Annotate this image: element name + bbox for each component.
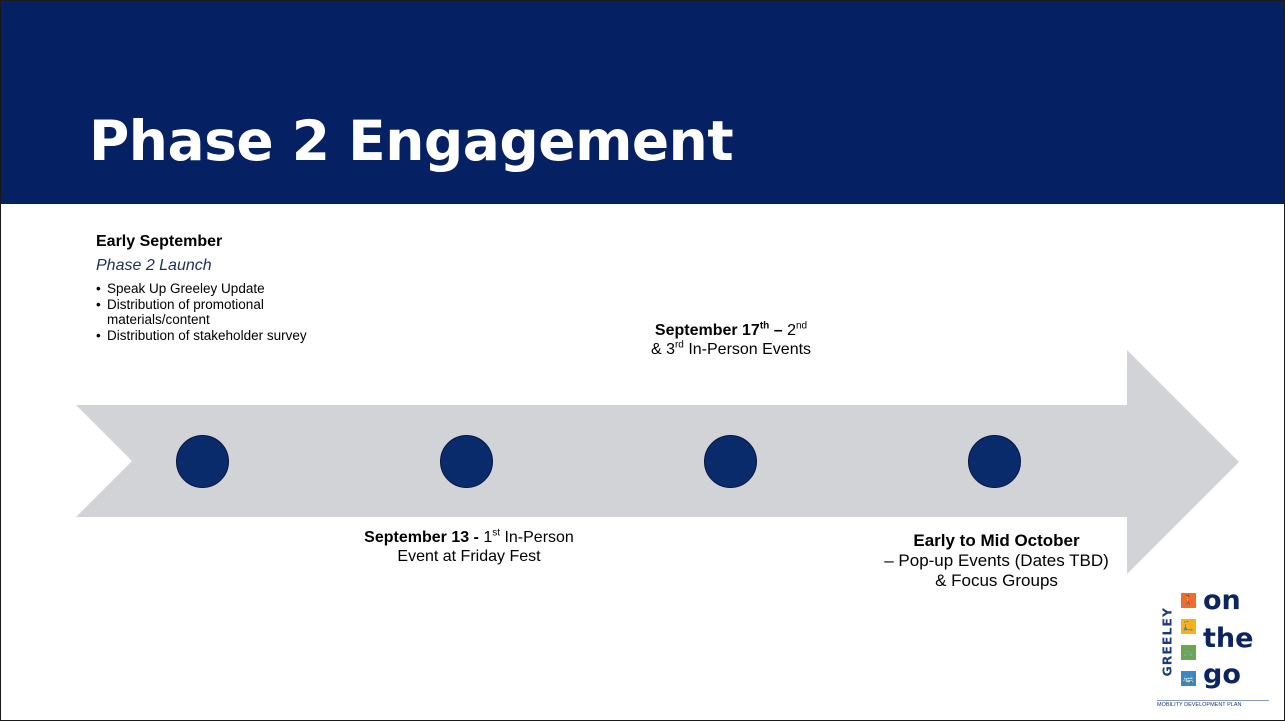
- milestone-dot-4: [968, 435, 1021, 488]
- october-block: Early to Mid October – Pop-up Events (Da…: [879, 531, 1114, 591]
- sept17-num1: 2: [787, 322, 796, 339]
- logo-word-on: on: [1203, 585, 1241, 616]
- bicycle-icon: 🚲: [1181, 645, 1196, 660]
- september-17-block: September 17th – 2nd & 3rd In-Person Even…: [606, 321, 856, 359]
- early-september-block: Early September Phase 2 Launch Speak Up …: [96, 233, 346, 343]
- launch-bullet-list: Speak Up Greeley Update Distribution of …: [96, 281, 346, 343]
- milestone-dot-2: [440, 435, 493, 488]
- sept13-date: September 13 -: [364, 529, 484, 546]
- logo-word-the: the: [1203, 623, 1254, 654]
- logo-greeley-text: GREELEY: [1159, 606, 1175, 677]
- sept17-amp: & 3: [650, 341, 675, 358]
- bullet-item: Speak Up Greeley Update: [96, 281, 346, 297]
- greeley-on-the-go-logo: GREELEY 🚶 🛴 🚲 🚌 on the go MOBILITY DEVEL…: [1151, 585, 1269, 711]
- scooter-icon: 🛴: [1181, 619, 1196, 634]
- sept17-date-suffix: th: [759, 320, 770, 332]
- sept17-num1-suffix: nd: [795, 320, 808, 332]
- early-september-heading: Early September: [96, 233, 223, 250]
- walking-icon: 🚶: [1181, 593, 1196, 608]
- logo-tagline: MOBILITY DEVELOPMENT PLAN: [1157, 700, 1269, 708]
- october-body: – Pop-up Events (Dates TBD) & Focus Grou…: [884, 551, 1109, 590]
- sept17-date: September 17: [654, 322, 760, 339]
- slide-title: Phase 2 Engagement: [89, 109, 734, 173]
- sept17-num2-suffix: rd: [674, 339, 684, 351]
- october-heading: Early to Mid October: [913, 531, 1080, 550]
- sept13-num: 1: [483, 529, 493, 546]
- bullet-item: Distribution of stakeholder survey: [96, 328, 346, 344]
- title-bar: [1, 1, 1284, 204]
- sept17-rest: In-Person Events: [683, 341, 812, 358]
- milestone-dot-1: [176, 435, 229, 488]
- bus-icon: 🚌: [1181, 671, 1196, 686]
- logo-word-go: go: [1203, 659, 1241, 690]
- sept13-rest: In-Person Event at Friday Fest: [397, 529, 574, 565]
- milestone-dot-3: [704, 435, 757, 488]
- september-13-block: September 13 - 1st In-Person Event at Fr…: [364, 528, 574, 566]
- sept13-num-suffix: st: [492, 527, 501, 539]
- bullet-item: Distribution of promotional materials/co…: [96, 297, 346, 328]
- phase-launch-subheading: Phase 2 Launch: [96, 257, 212, 274]
- sept17-dash: –: [769, 322, 788, 339]
